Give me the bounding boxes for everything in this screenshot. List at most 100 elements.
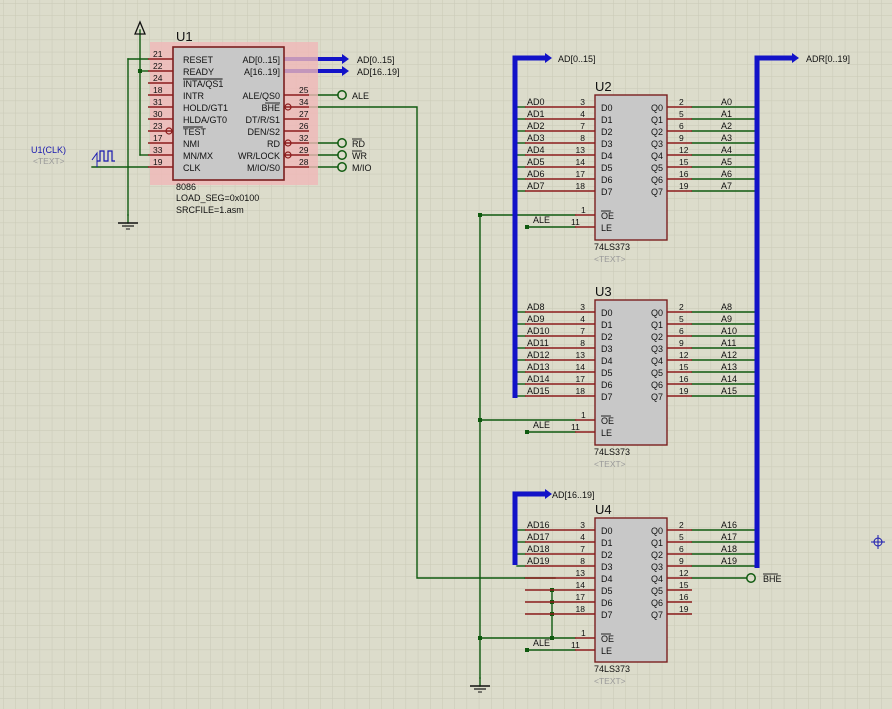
net-label: A12 (721, 350, 737, 360)
latch-pin-number: 5 (679, 109, 684, 119)
latch-pin-name: Q3 (651, 139, 663, 149)
bus-label: ADR[0..19] (806, 54, 850, 64)
latch-pin-number: 13 (576, 145, 586, 155)
net-label: AD15 (527, 386, 550, 396)
latch-pin-number: 7 (580, 326, 585, 336)
latch-pin-name: Q0 (651, 103, 663, 113)
latch-u3-body[interactable] (594, 299, 668, 446)
latch-ref: U2 (595, 79, 612, 94)
latch-pin-number: 15 (679, 580, 689, 590)
net-label: A8 (721, 302, 732, 312)
u1-prop: SRCFILE=1.asm (176, 205, 244, 215)
latch-pin-name: D1 (601, 115, 613, 125)
u1-pin-number: 34 (299, 97, 309, 107)
clock-text: <TEXT> (33, 156, 65, 166)
latch-pin-name: Q4 (651, 574, 663, 584)
net-label: A13 (721, 362, 737, 372)
latch-pin-number: 4 (580, 314, 585, 324)
latch-pin-name: Q5 (651, 163, 663, 173)
latch-pin-number: 4 (580, 109, 585, 119)
latch-pin-number: 12 (679, 568, 689, 578)
u1-pin-name: INTR (183, 91, 204, 101)
latch-pin-number: 8 (580, 556, 585, 566)
latch-u2-body[interactable] (594, 94, 668, 241)
latch-u4-body[interactable] (594, 517, 668, 663)
u1-pin-name: MN/MX (183, 151, 213, 161)
latch-pin-number: 7 (580, 544, 585, 554)
net-label: A18 (721, 544, 737, 554)
bus-ad-low[interactable] (512, 55, 545, 398)
u1-pin-number: 21 (153, 49, 163, 59)
latch-pin-number: 4 (580, 532, 585, 542)
latch-pin-name: Q5 (651, 586, 663, 596)
latch-pin-name: D3 (601, 344, 613, 354)
latch-pin-number: 13 (576, 568, 586, 578)
net-label: ALE (352, 91, 369, 101)
net-label: A1 (721, 109, 732, 119)
latch-pin-name: Q7 (651, 187, 663, 197)
net-label: AD16 (527, 520, 550, 530)
latch-pin-name: D1 (601, 538, 613, 548)
bhe-route[interactable] (309, 106, 525, 579)
latch-pin-name: Q4 (651, 356, 663, 366)
bus-ad-high[interactable] (512, 491, 545, 565)
latch-pin-name: D5 (601, 586, 613, 596)
crosshair-icon (871, 535, 885, 549)
latch-pin-name: Q3 (651, 344, 663, 354)
net-label: AD3 (527, 133, 545, 143)
bus-label: AD[16..19] (357, 67, 400, 77)
latch-pin-number: 9 (679, 556, 684, 566)
latch-pin-name: D5 (601, 368, 613, 378)
power-arrow-icon (134, 20, 146, 35)
net-label: AD2 (527, 121, 545, 131)
net-label: AD6 (527, 169, 545, 179)
net-label: AD1 (527, 109, 545, 119)
latch-pin-name: OE (601, 211, 614, 221)
latch-text: <TEXT> (594, 459, 626, 469)
terminal-icon[interactable] (746, 573, 756, 583)
net-label: AD8 (527, 302, 545, 312)
u1-pin-name: ALE/QS0 (242, 91, 280, 101)
inversion-bubble-icon (284, 139, 292, 147)
net-label: A9 (721, 314, 732, 324)
junction-dot (525, 648, 529, 652)
latch-pin-number: 11 (571, 422, 580, 432)
inversion-bubble-icon (284, 151, 292, 159)
net-label: A10 (721, 326, 737, 336)
u1-pin-number: 23 (153, 121, 163, 131)
terminal-icon[interactable] (337, 162, 347, 172)
net-label: ALE (533, 215, 550, 225)
latch-text: <TEXT> (594, 254, 626, 264)
parts-layer[interactable] (91, 20, 756, 693)
latch-pin-number: 16 (679, 169, 689, 179)
latch-pin-number: 18 (576, 181, 586, 191)
latch-pin-number: 6 (679, 544, 684, 554)
latch-ref: U3 (595, 284, 612, 299)
latch-pin-name: Q1 (651, 115, 663, 125)
terminal-icon[interactable] (337, 138, 347, 148)
clock-source-icon[interactable] (97, 150, 115, 162)
latch-pin-name: D5 (601, 163, 613, 173)
latch-pin-name: Q1 (651, 538, 663, 548)
latch-pin-number: 17 (576, 374, 586, 384)
terminal-icon[interactable] (337, 150, 347, 160)
terminal-icon[interactable] (337, 90, 347, 100)
bus-adr[interactable] (754, 55, 792, 568)
u1-chip-body[interactable] (172, 46, 285, 181)
u1-prop: LOAD_SEG=0x0100 (176, 193, 259, 203)
latch-pin-number: 3 (580, 97, 585, 107)
latch-pin-name: D7 (601, 610, 613, 620)
latch-pin-number: 19 (679, 604, 689, 614)
latch-pin-number: 11 (571, 640, 580, 650)
latch-pin-number: 12 (679, 350, 689, 360)
latch-pin-number: 16 (679, 592, 689, 602)
net-label: A6 (721, 169, 732, 179)
u1-part: 8086 (176, 182, 196, 192)
u1-pin-name: AD[0..15] (242, 55, 280, 65)
net-label: AD14 (527, 374, 550, 384)
latch-pin-name: D1 (601, 320, 613, 330)
latch-pin-name: D3 (601, 139, 613, 149)
latch-pin-name: Q2 (651, 550, 663, 560)
